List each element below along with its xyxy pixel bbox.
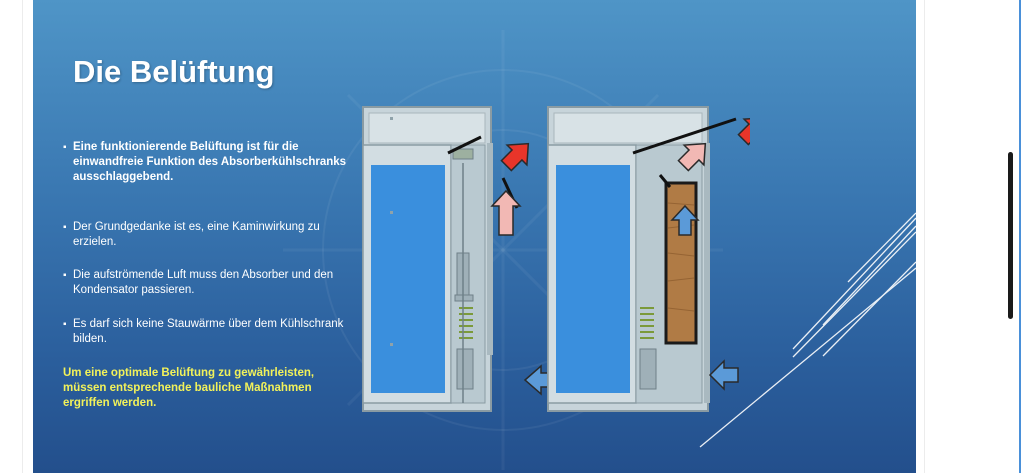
warm-air-arrow-icon xyxy=(490,189,522,236)
slide-title: Die Belüftung xyxy=(73,54,275,89)
hot-air-arrow-icon xyxy=(500,142,530,172)
bullet-item: Die aufströmende Luft muss den Absorber … xyxy=(63,268,348,298)
viewer-side-panel xyxy=(916,0,1024,473)
presentation-slide: Die Belüftung Eine funktionierende Belüf… xyxy=(33,0,916,473)
viewer-left-margin xyxy=(0,0,33,473)
warm-air-arrow-icon xyxy=(677,142,707,172)
viewer-right-border xyxy=(924,0,925,473)
wood-panel xyxy=(664,181,698,345)
ventilation-diagram-standard xyxy=(362,106,555,412)
bullet-item: Eine funktionierende Belüftung ist für d… xyxy=(63,140,348,185)
hot-air-arrow-icon xyxy=(737,116,750,146)
highlight-note: Um eine optimale Belüftung zu gewährleis… xyxy=(63,367,315,409)
viewer-left-border xyxy=(22,0,23,473)
cool-air-arrow-up-icon xyxy=(670,204,700,236)
scrollbar-thumb[interactable] xyxy=(1008,152,1013,319)
bullet-item: Es darf sich keine Stauwärme über dem Kü… xyxy=(63,317,348,347)
bullet-item: Der Grundgedanke ist es, eine Kaminwirku… xyxy=(63,220,348,250)
window-edge-accent xyxy=(1019,0,1021,473)
ventilation-diagram-with-panel xyxy=(547,106,750,412)
cool-air-arrow-icon xyxy=(708,359,739,391)
